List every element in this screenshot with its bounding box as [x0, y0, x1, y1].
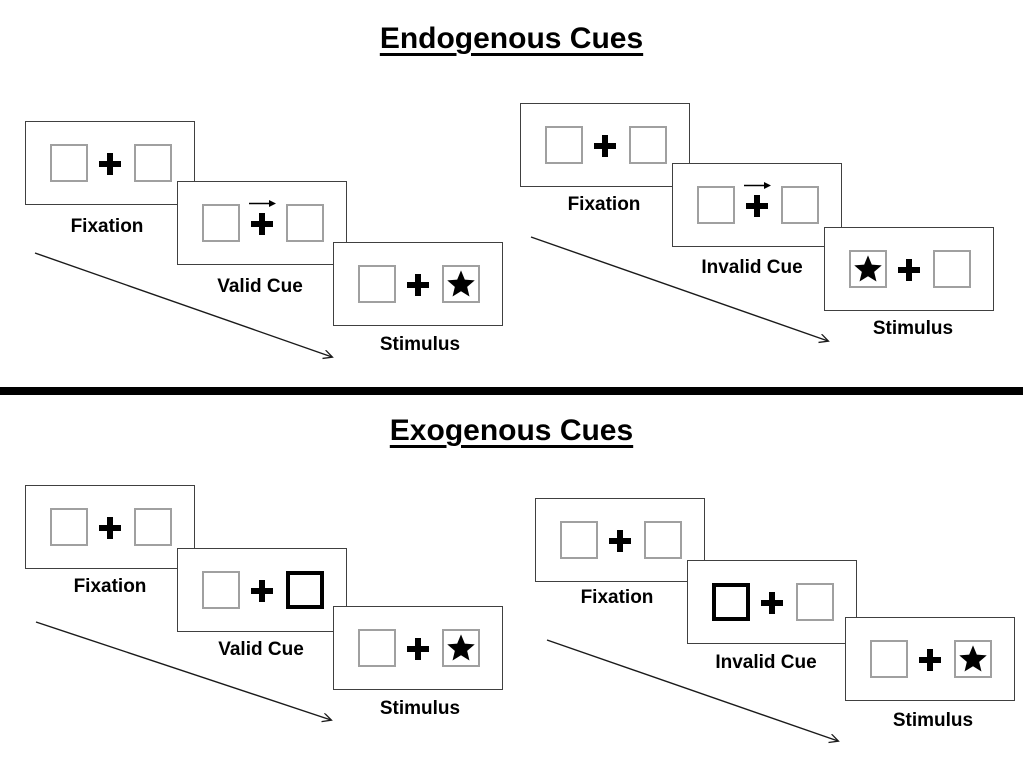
- stimulus-label: Stimulus: [379, 334, 461, 355]
- plus-icon: [761, 592, 783, 614]
- exo-invalid-fixation-frame: [535, 498, 705, 582]
- plus-icon: [251, 580, 273, 602]
- section-title-endogenous: Endogenous Cues: [379, 22, 644, 55]
- right-placeholder-box: [134, 144, 172, 182]
- left-placeholder-box: [560, 521, 598, 559]
- left-placeholder-box: [358, 629, 396, 667]
- right-placeholder-box: [644, 521, 682, 559]
- plus-icon: [407, 638, 429, 660]
- exo-invalid-cue-frame: [687, 560, 857, 644]
- fixation-label: Fixation: [580, 587, 654, 608]
- right-cue-highlight-box: [286, 571, 324, 609]
- right-target-box: [442, 265, 480, 303]
- left-placeholder-box: [545, 126, 583, 164]
- right-placeholder-box: [781, 186, 819, 224]
- fixation-label: Fixation: [567, 194, 641, 215]
- right-placeholder-box: [286, 204, 324, 242]
- invalid-cue-label: Invalid Cue: [715, 652, 817, 673]
- right-placeholder-box: [134, 508, 172, 546]
- fixation-label: Fixation: [70, 216, 144, 237]
- plus-icon: [99, 517, 121, 539]
- left-placeholder-box: [202, 571, 240, 609]
- plus-icon: [594, 135, 616, 157]
- plus-icon: [609, 530, 631, 552]
- right-placeholder-box: [933, 250, 971, 288]
- endo-invalid-cue-frame: [672, 163, 842, 247]
- star-icon: [447, 270, 475, 297]
- diagonal-arrow-icon: [35, 621, 331, 720]
- plus-icon: [898, 259, 920, 281]
- valid-cue-label: Valid Cue: [218, 639, 304, 660]
- plus-icon: [407, 274, 429, 296]
- stimulus-label: Stimulus: [892, 710, 974, 731]
- plus-icon: [251, 213, 273, 235]
- left-placeholder-box: [697, 186, 735, 224]
- exo-valid-cue-frame: [177, 548, 347, 632]
- right-target-box: [442, 629, 480, 667]
- stimulus-label: Stimulus: [872, 318, 954, 339]
- stimulus-label: Stimulus: [379, 698, 461, 719]
- endo-valid-fixation-frame: [25, 121, 195, 205]
- left-placeholder-box: [358, 265, 396, 303]
- right-placeholder-box: [629, 126, 667, 164]
- endo-invalid-stimulus-frame: [824, 227, 994, 311]
- endo-valid-cue-frame: [177, 181, 347, 265]
- right-arrow-icon: [249, 200, 276, 207]
- right-arrow-icon: [744, 182, 771, 189]
- fixation-label: Fixation: [73, 576, 147, 597]
- left-placeholder-box: [202, 204, 240, 242]
- plus-icon: [919, 649, 941, 671]
- endo-valid-stimulus-frame: [333, 242, 503, 326]
- left-placeholder-box: [50, 508, 88, 546]
- section-divider: [0, 387, 1023, 395]
- star-icon: [447, 634, 475, 661]
- diagonal-arrow-icon: [530, 236, 828, 341]
- right-placeholder-box: [796, 583, 834, 621]
- right-target-box: [954, 640, 992, 678]
- left-cue-highlight-box: [712, 583, 750, 621]
- exo-invalid-stimulus-frame: [845, 617, 1015, 701]
- plus-icon: [99, 153, 121, 175]
- section-title-exogenous: Exogenous Cues: [389, 414, 634, 447]
- left-target-box: [849, 250, 887, 288]
- exo-valid-stimulus-frame: [333, 606, 503, 690]
- exo-valid-fixation-frame: [25, 485, 195, 569]
- endo-invalid-fixation-frame: [520, 103, 690, 187]
- valid-cue-label: Valid Cue: [217, 276, 303, 297]
- star-icon: [959, 645, 987, 672]
- star-icon: [854, 255, 882, 282]
- plus-icon: [746, 195, 768, 217]
- left-placeholder-box: [870, 640, 908, 678]
- diagonal-arrow-icon: [34, 252, 332, 357]
- left-placeholder-box: [50, 144, 88, 182]
- invalid-cue-label: Invalid Cue: [701, 257, 803, 278]
